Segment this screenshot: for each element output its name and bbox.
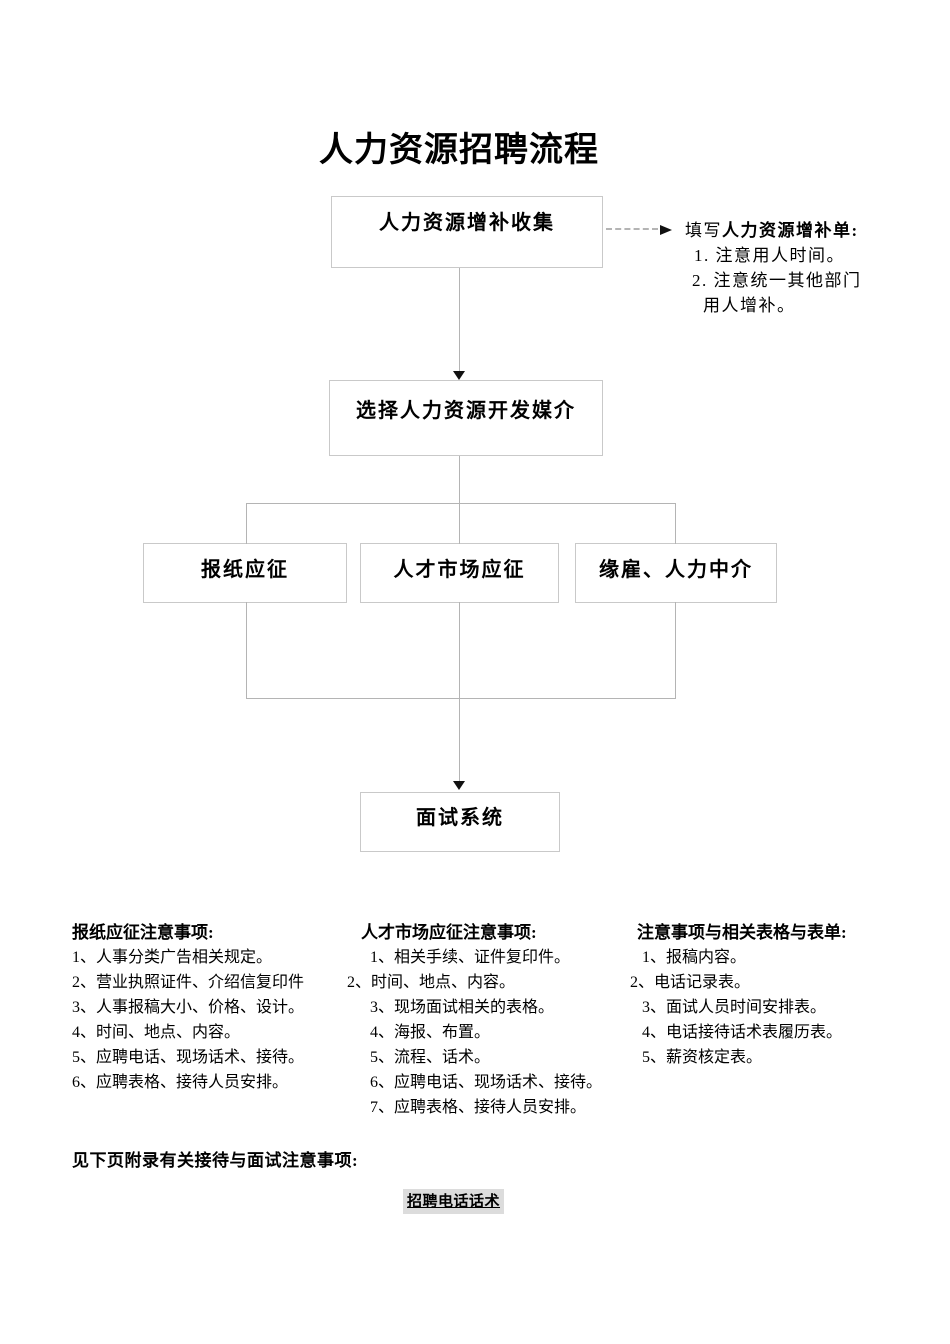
column-header: 注意事项与相关表格与表单: <box>637 923 847 942</box>
dashed-connector-line <box>606 228 658 230</box>
page-title: 人力资源招聘流程 <box>319 132 599 169</box>
list-item: 6、应聘电话、现场话术、接待。 <box>370 1074 603 1091</box>
list-item: 3、现场面试相关的表格。 <box>370 999 555 1016</box>
side-note: 填写人力资源增补单: 1. 注意用人时间。 2. 注意统一其他部门 用人增补。 <box>685 218 862 318</box>
list-item: 5、流程、话术。 <box>370 1049 491 1066</box>
connector-line <box>246 503 247 544</box>
list-item: 4、时间、地点、内容。 <box>72 1024 241 1041</box>
list-item: 3、人事报稿大小、价格、设计。 <box>72 999 305 1016</box>
connector-line <box>675 602 676 699</box>
arrowhead-right-icon <box>660 225 672 235</box>
appendix-note: 见下页附录有关接待与面试注意事项: <box>72 1151 359 1170</box>
connector-line <box>459 268 460 371</box>
column-header: 报纸应征注意事项: <box>72 923 214 942</box>
flow-box-interview: 面试系统 <box>360 792 560 852</box>
column-header: 人才市场应征注意事项: <box>361 923 537 942</box>
list-item: 1、人事分类广告相关规定。 <box>72 949 273 966</box>
arrowhead-down-icon <box>453 371 465 380</box>
list-item: 2、时间、地点、内容。 <box>347 974 516 991</box>
phone-script-link[interactable]: 招聘电话话术 <box>403 1189 505 1214</box>
list-item: 4、电话接待话术表履历表。 <box>642 1024 843 1041</box>
flow-box-collect: 人力资源增补收集 <box>331 196 603 268</box>
notes-column-forms: 注意事项与相关表格与表单: 1、报稿内容。 2、电话记录表。 3、面试人员时间安… <box>630 920 847 1070</box>
connector-line <box>246 602 247 699</box>
side-note-line: 2. 注意统一其他部门 <box>692 271 862 290</box>
flow-box-newspaper: 报纸应征 <box>143 543 347 603</box>
side-note-line: 用人增补。 <box>703 296 796 315</box>
flow-box-media: 选择人力资源开发媒介 <box>329 380 603 456</box>
arrowhead-down-icon <box>453 781 465 790</box>
list-item: 1、相关手续、证件复印件。 <box>370 949 571 966</box>
connector-line <box>246 698 676 699</box>
connector-line <box>675 503 676 544</box>
list-item: 2、电话记录表。 <box>630 974 751 991</box>
connector-line <box>246 503 676 504</box>
list-item: 6、应聘表格、接待人员安排。 <box>72 1074 289 1091</box>
notes-column-market: 人才市场应征注意事项: 1、相关手续、证件复印件。 2、时间、地点、内容。 3、… <box>347 920 602 1120</box>
notes-column-newspaper: 报纸应征注意事项: 1、人事分类广告相关规定。 2、营业执照证件、介绍信复印件 … <box>72 920 304 1095</box>
side-note-line: 1. 注意用人时间。 <box>694 246 845 265</box>
connector-line <box>459 456 460 544</box>
connector-line <box>459 602 460 781</box>
list-item: 5、应聘电话、现场话术、接待。 <box>72 1049 305 1066</box>
list-item: 3、面试人员时间安排表。 <box>642 999 827 1016</box>
flow-box-agency: 缘雇、人力中介 <box>575 543 777 603</box>
list-item: 2、营业执照证件、介绍信复印件 <box>72 974 305 991</box>
side-note-title: 填写人力资源增补单: <box>685 218 862 243</box>
list-item: 7、应聘表格、接待人员安排。 <box>370 1099 587 1116</box>
flow-box-market: 人才市场应征 <box>360 543 559 603</box>
list-item: 5、薪资核定表。 <box>642 1049 763 1066</box>
side-note-title-bold: 人力资源增补单: <box>722 221 859 240</box>
list-item: 1、报稿内容。 <box>642 949 747 966</box>
side-note-prefix: 填写 <box>685 221 722 240</box>
list-item: 4、海报、布置。 <box>370 1024 491 1041</box>
